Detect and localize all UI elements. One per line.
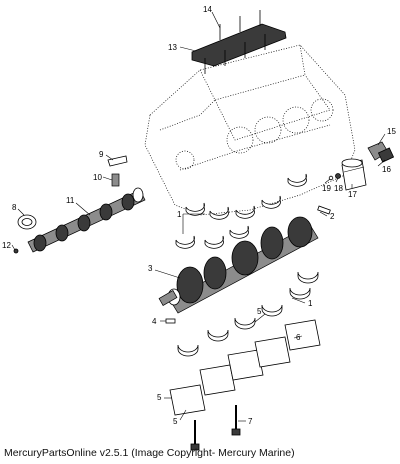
cap-bolts: [190, 405, 241, 451]
crank-key: [165, 318, 176, 324]
dowel-pin: [317, 205, 331, 215]
callout-1-upper: 1: [177, 210, 182, 219]
callout-6: 6: [296, 333, 301, 342]
main-bearing-caps: [169, 319, 321, 416]
callout-19: 19: [322, 184, 331, 193]
callout-1-lower: 1: [308, 299, 313, 308]
lifter-guide-plate: [191, 10, 287, 74]
leader-lines: [11, 11, 386, 422]
camshaft: [13, 187, 146, 254]
callout-11: 11: [66, 196, 75, 205]
callout-10: 10: [93, 173, 102, 182]
callout-5-upper: 5: [257, 307, 262, 316]
callout-2: 2: [330, 212, 335, 221]
lower-bearing-shells: [177, 271, 319, 357]
callout-15: 15: [387, 127, 396, 136]
oil-filter: [328, 158, 367, 191]
callout-12: 12: [2, 241, 11, 250]
callout-16: 16: [382, 165, 391, 174]
callout-3: 3: [148, 264, 153, 273]
callout-13: 13: [168, 43, 177, 52]
copyright-caption: MercuryPartsOnline v2.5.1 (Image Copyrig…: [4, 447, 295, 459]
retainer-and-lifter: [107, 155, 128, 187]
crankshaft: [158, 216, 319, 314]
callout-14: 14: [203, 5, 212, 14]
callout-9: 9: [99, 150, 104, 159]
upper-bearing-shells: [175, 173, 307, 249]
callout-5-left: 5: [157, 393, 162, 402]
callout-8: 8: [12, 203, 17, 212]
engine-block: [144, 44, 356, 216]
callout-17: 17: [348, 190, 357, 199]
callout-18: 18: [334, 184, 343, 193]
callout-labels: 14 13 15 9 10 16 19 18 17 8 11 1 2 12 3 …: [2, 5, 396, 426]
callout-4: 4: [152, 317, 157, 326]
sender-assembly: [367, 141, 395, 163]
callout-5-lower: 5: [173, 417, 178, 426]
callout-7: 7: [248, 417, 253, 426]
